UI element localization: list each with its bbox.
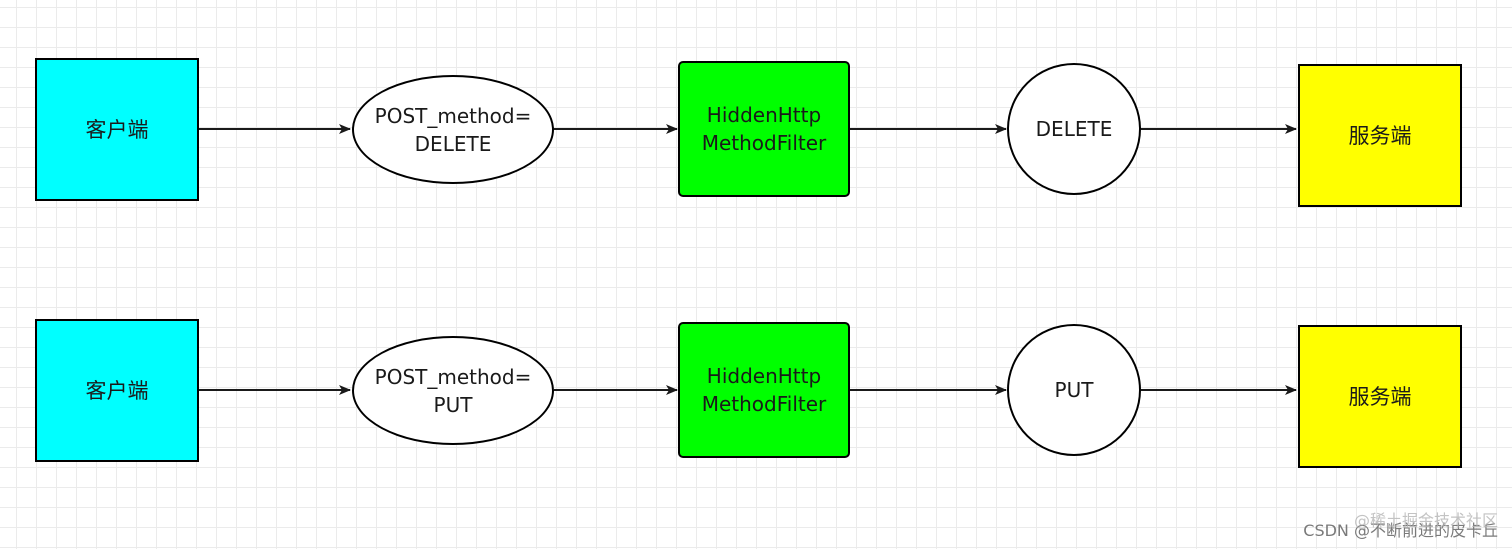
request-line1-2: POST_method= [374, 364, 532, 389]
request-line2-1: DELETE [414, 131, 492, 156]
filter-line2-1: MethodFilter [701, 131, 827, 155]
method-label-1: DELETE [1035, 117, 1113, 141]
watermark: @稀土掘金技术社区 CSDN @不断前进的皮卡丘 [1303, 511, 1498, 541]
watermark-text: CSDN @不断前进的皮卡丘 [1303, 521, 1498, 540]
request-ellipse-1: POST_method= DELETE [352, 75, 554, 184]
request-line1-1: POST_method= [374, 103, 532, 128]
server-label-1: 服务端 [1348, 123, 1412, 148]
server-label-2: 服务端 [1348, 384, 1412, 409]
client-label-1: 客户端 [85, 117, 149, 142]
server-node-2: 服务端 [1298, 325, 1462, 468]
filter-line1-1: HiddenHttp [706, 103, 822, 127]
client-node-1: 客户端 [35, 58, 199, 201]
method-circle-1: DELETE [1007, 63, 1141, 195]
filter-line2-2: MethodFilter [701, 392, 827, 416]
server-node-1: 服务端 [1298, 64, 1462, 207]
request-line2-2: PUT [433, 392, 473, 417]
filter-line1-2: HiddenHttp [706, 364, 822, 388]
method-label-2: PUT [1054, 378, 1094, 402]
method-circle-2: PUT [1007, 324, 1141, 456]
client-node-2: 客户端 [35, 319, 199, 462]
filter-node-2: HiddenHttp MethodFilter [678, 322, 850, 458]
request-ellipse-2: POST_method= PUT [352, 336, 554, 445]
watermark-overlay: @稀土掘金技术社区 [1353, 511, 1498, 530]
client-label-2: 客户端 [85, 378, 149, 403]
filter-node-1: HiddenHttp MethodFilter [678, 61, 850, 197]
